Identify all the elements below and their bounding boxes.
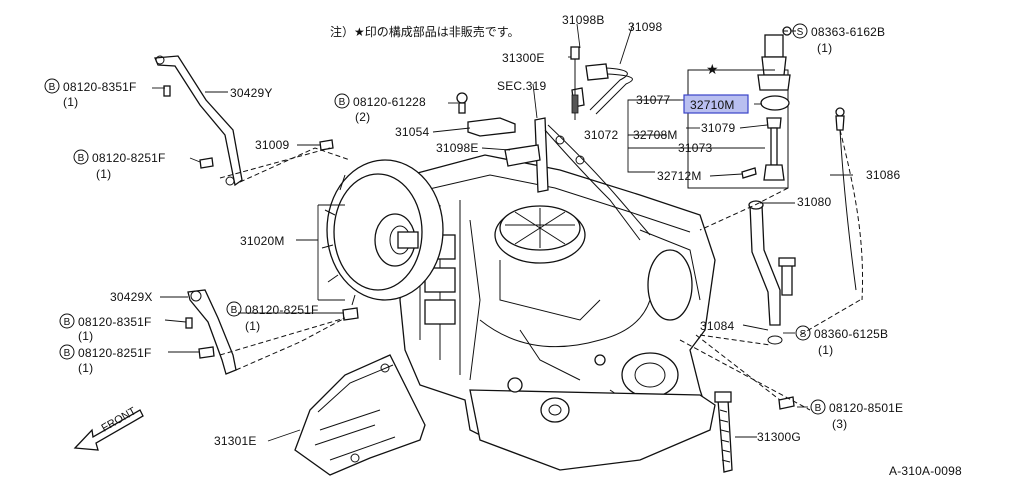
label-32712M[interactable]: 32712M [657, 169, 702, 183]
label-31020M[interactable]: 31020M [240, 234, 285, 248]
svg-text:(1): (1) [78, 361, 93, 375]
svg-text:08120-61228: 08120-61228 [353, 95, 426, 109]
svg-text:S: S [797, 27, 804, 38]
label-31080[interactable]: 31080 [797, 195, 831, 209]
svg-text:B: B [64, 317, 71, 328]
bracket-group [456, 92, 651, 241]
diagram-code: A-310A-0098 [889, 464, 962, 478]
svg-text:B: B [64, 348, 71, 359]
svg-text:08120-8501E: 08120-8501E [829, 401, 903, 415]
svg-text:08360-6125B: 08360-6125B [814, 327, 888, 341]
label-31084[interactable]: 31084 [700, 319, 734, 333]
plate-31301E [294, 354, 426, 476]
speedometer-assembly [687, 26, 800, 231]
svg-text:B: B [49, 82, 56, 93]
label-sec319[interactable]: SEC.319 [497, 79, 547, 93]
label-31009[interactable]: 31009 [255, 138, 289, 152]
front-arrow: FRONT [73, 405, 144, 451]
svg-text:S: S [800, 329, 807, 340]
cable-31098 [570, 46, 633, 120]
label-31073[interactable]: 31073 [678, 141, 712, 155]
reference-lines [219, 147, 861, 411]
callout-08120-61228[interactable]: B 08120-61228 (2) [334, 93, 426, 124]
label-31300E[interactable]: 31300E [502, 51, 545, 65]
svg-text:(1): (1) [818, 343, 833, 357]
label-30429Y[interactable]: 30429Y [230, 86, 273, 100]
label-32710M[interactable]: 32710M [690, 98, 735, 112]
svg-text:(1): (1) [96, 167, 111, 181]
rod-30429X [185, 289, 346, 375]
leader-lines [152, 23, 853, 442]
svg-text:08120-8251F: 08120-8251F [92, 151, 166, 165]
torque-converter [321, 159, 444, 306]
callout-08120-8251F-b[interactable]: B 08120-8251F (1) [59, 344, 152, 375]
svg-text:(1): (1) [63, 95, 78, 109]
bolts [198, 139, 796, 410]
callout-08120-8501E[interactable]: B 08120-8501E (3) [810, 399, 903, 431]
svg-text:(1): (1) [245, 319, 260, 333]
callout-08120-8251F-c[interactable]: B 08120-8251F (1) [226, 301, 319, 333]
svg-text:B: B [339, 97, 346, 108]
callout-08120-8351F-b[interactable]: B 08120-8351F (1) [59, 313, 152, 343]
label-31072[interactable]: 31072 [584, 128, 618, 142]
svg-text:(1): (1) [817, 41, 832, 55]
highlight-32710M [683, 94, 749, 114]
svg-text:08120-8351F: 08120-8351F [63, 80, 137, 94]
callout-08360-6125B[interactable]: S 08360-6125B (1) [795, 325, 888, 357]
label-31098[interactable]: 31098 [628, 20, 662, 34]
svg-text:B: B [78, 153, 85, 164]
star-marker: ★ [706, 61, 719, 77]
label-32708M[interactable]: 32708M [633, 128, 678, 142]
callout-08363-6162B[interactable]: S 08363-6162B (1) [792, 23, 885, 55]
svg-text:B: B [231, 305, 238, 316]
label-31079[interactable]: 31079 [701, 121, 735, 135]
label-31300G[interactable]: 31300G [757, 430, 801, 444]
label-31098E[interactable]: 31098E [436, 141, 479, 155]
svg-text:(2): (2) [355, 110, 370, 124]
label-31054[interactable]: 31054 [395, 125, 429, 139]
svg-text:08120-8251F: 08120-8251F [78, 346, 152, 360]
svg-text:(1): (1) [78, 329, 93, 343]
label-30429X[interactable]: 30429X [110, 290, 153, 304]
label-31098B[interactable]: 31098B [562, 13, 605, 27]
svg-text:08363-6162B: 08363-6162B [811, 25, 885, 39]
svg-text:B: B [815, 403, 822, 414]
note-text: 注）★印の構成部品は非販売です。 [330, 24, 520, 39]
dipstick [835, 107, 864, 301]
rod-30429Y [154, 55, 351, 187]
label-31077[interactable]: 31077 [636, 93, 670, 107]
filler-tube [699, 200, 783, 346]
callout-08120-8251F[interactable]: B 08120-8251F (1) [73, 149, 166, 181]
transmission-body [399, 154, 716, 471]
label-31301E[interactable]: 31301E [214, 434, 257, 448]
svg-text:(3): (3) [832, 417, 847, 431]
svg-text:08120-8251F: 08120-8251F [245, 303, 319, 317]
cable-tie [714, 391, 733, 473]
callout-08120-8351F[interactable]: B 08120-8351F (1) [44, 78, 137, 109]
svg-text:08120-8351F: 08120-8351F [78, 315, 152, 329]
label-31086[interactable]: 31086 [866, 168, 900, 182]
